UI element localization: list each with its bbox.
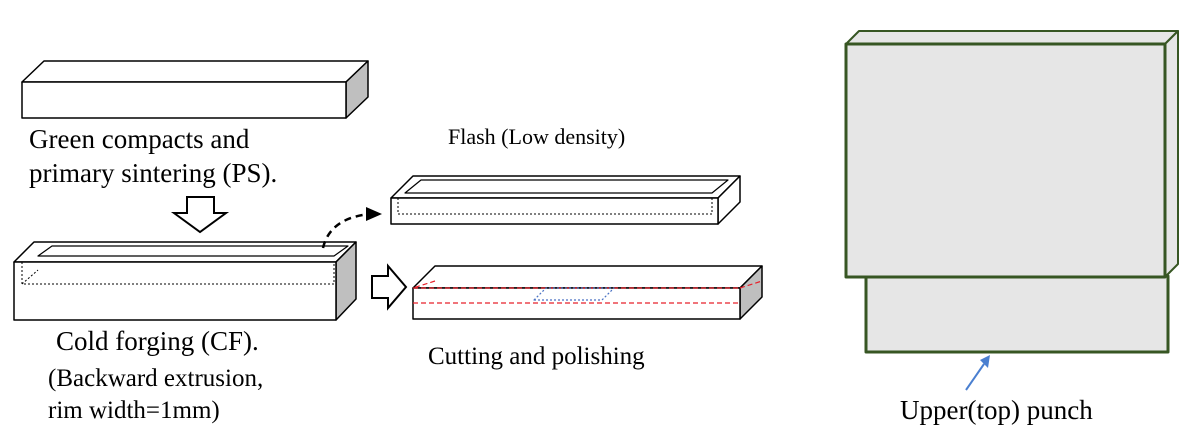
cut-block <box>412 265 763 320</box>
green-compact-block <box>21 60 369 119</box>
punch-pointer-arrow <box>965 355 990 391</box>
cutting-polishing-label: Cutting and polishing <box>428 343 645 370</box>
flash-arrow <box>321 207 382 249</box>
green-compacts-label-line2: primary sintering (PS). <box>29 158 278 188</box>
cold-forging-label: Cold forging (CF). <box>56 326 259 356</box>
upper-punch <box>844 30 1179 354</box>
down-arrow <box>170 196 230 234</box>
green-compacts-label-line1: Green compacts and <box>29 124 250 154</box>
flash-label: Flash (Low density) <box>448 124 626 149</box>
upper-punch-label: Upper(top) punch <box>900 395 1093 425</box>
backward-extrusion-label-line2: rim width=1mm) <box>48 397 220 424</box>
right-arrow <box>371 263 408 311</box>
backward-extrusion-label-line1: (Backward extrusion, <box>48 365 264 392</box>
cold-forged-cup <box>13 241 357 321</box>
flash-rim <box>390 175 741 225</box>
